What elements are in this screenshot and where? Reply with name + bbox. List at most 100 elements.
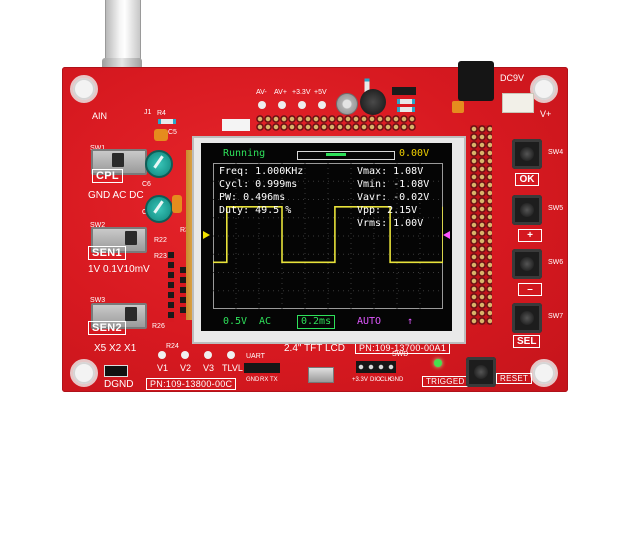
sel-button-label: SEL [513, 335, 541, 348]
sensitivity2-switch[interactable] [91, 303, 147, 329]
resistor-column [168, 252, 174, 322]
swd-pin-3v3: +3.3V [352, 377, 368, 383]
buffer-position-bar [297, 151, 395, 160]
mount-hole-top-left [70, 75, 98, 103]
r24-label: R24 [166, 343, 179, 350]
dc-power-jack[interactable] [458, 61, 494, 101]
trimpot-c6[interactable] [145, 150, 173, 178]
mount-hole-bottom-right [530, 359, 558, 387]
minus-button[interactable] [512, 249, 542, 279]
vplus-label: V+ [540, 109, 552, 119]
test-point-v3[interactable] [204, 351, 212, 359]
dc9v-label: DC9V [500, 73, 525, 83]
coupling-readout: AC [259, 316, 272, 327]
test-point-tlvl[interactable] [227, 351, 235, 359]
resistor-r4 [158, 119, 176, 124]
zero-level-marker [203, 231, 210, 239]
pulse-width-readout: PW: 0.496ms [219, 192, 286, 203]
reset-label: RESET [496, 373, 533, 384]
tlvl-label: TLVL [222, 363, 243, 373]
sw1-label: SW1 [90, 145, 105, 152]
regulator-ic [392, 87, 416, 95]
swd-pin-dio: DIO [370, 377, 381, 383]
j1-label: J1 [144, 109, 152, 116]
vmin-readout: Vmin: -1.08V [357, 179, 430, 190]
reset-button[interactable] [466, 357, 496, 387]
sw6-label: SW6 [548, 259, 564, 266]
sen1-options: 1V 0.1V10mV [88, 264, 150, 275]
sel-button[interactable] [512, 303, 542, 333]
coupling-options: GND AC DC [88, 190, 144, 201]
uart-label: UART [246, 353, 265, 360]
trimpot-c7[interactable] [145, 195, 173, 223]
v2-label: V2 [180, 363, 192, 373]
capacitor-top-right [452, 101, 464, 113]
vplus-connector[interactable] [502, 93, 534, 113]
capacitor-c3 [172, 195, 182, 213]
uart-header [244, 363, 280, 373]
resistor-dc-2 [397, 107, 415, 112]
vrms-readout: Vrms: 1.00V [357, 218, 424, 229]
uart-pin-rx: RX [260, 377, 269, 383]
trigger-level-marker [443, 231, 450, 239]
mini-usb-port[interactable] [308, 367, 334, 383]
vpp-readout: Vpp: 2.15V [357, 205, 418, 216]
r23-label: R23 [154, 253, 167, 260]
r3-label: R3 [180, 227, 189, 234]
test-point-v1[interactable] [158, 351, 166, 359]
swd-header [356, 361, 396, 373]
plot-grid [213, 163, 443, 309]
r22-label: R22 [154, 237, 167, 244]
plus-button-label: + [518, 229, 542, 242]
capacitor-c5 [154, 129, 168, 141]
pad-label-av-plus: AV+ [274, 89, 287, 96]
dgnd-header [104, 365, 128, 377]
r4-label: R4 [157, 110, 166, 117]
test-point-v2[interactable] [181, 351, 189, 359]
resistor-dc [397, 99, 415, 104]
pad-label-5v: +5V [314, 89, 327, 96]
cycle-readout: Cycl: 0.999ms [219, 179, 298, 190]
trigger-edge-icon: ↑ [407, 316, 414, 327]
sensitivity1-switch[interactable] [91, 227, 147, 253]
uart-pin-tx: TX [270, 377, 278, 383]
trigger-level-readout: 0.00V [399, 148, 430, 159]
top-test-pads [258, 101, 326, 109]
top-white-strip [222, 119, 250, 131]
signal-trace [213, 205, 443, 264]
ok-button-label: OK [515, 173, 539, 186]
minus-button-label: – [518, 283, 542, 296]
pad-label-av-minus: AV- [256, 89, 267, 96]
v1-label: V1 [157, 363, 169, 373]
sw2-label: SW2 [90, 222, 106, 229]
plus-button[interactable] [512, 195, 542, 225]
coupling-switch[interactable] [91, 149, 147, 175]
v3-label: V3 [203, 363, 215, 373]
sen2-options: X5 X2 X1 [94, 343, 137, 354]
top-pin-header [256, 115, 416, 131]
c6-label: C6 [142, 181, 151, 188]
trigger-label: TRIGGED [422, 376, 469, 387]
run-status: Running [223, 148, 266, 159]
freq-readout: Freq: 1.000KHz [219, 166, 304, 177]
sw3-label: SW3 [90, 297, 106, 304]
trigger-led [434, 359, 442, 367]
waveform-plot [213, 163, 443, 309]
r26-label: R26 [152, 323, 165, 330]
sen1-label: SEN1 [88, 246, 126, 260]
c5-label: C5 [168, 129, 177, 136]
swd-label: SWD [392, 351, 409, 358]
dgnd-label: DGND [104, 379, 134, 390]
ain-label: AIN [92, 111, 108, 121]
duty-readout: Duty: 49.5 % [219, 205, 292, 216]
electrolytic-capacitor [336, 93, 358, 115]
mount-hole-top-right [530, 75, 558, 103]
mount-hole-bottom-left [70, 359, 98, 387]
volt-div-readout: 0.5V [223, 316, 248, 327]
pn-main-label: PN:109-13800-00C [146, 378, 237, 390]
ok-button[interactable] [512, 139, 542, 169]
power-inductor [360, 89, 386, 115]
cpl-label: CPL [92, 169, 123, 183]
lcd-screen: Running 0.00V Freq: 1.000KHz Cycl: 0.999… [201, 143, 452, 331]
sw7-label: SW7 [548, 313, 564, 320]
